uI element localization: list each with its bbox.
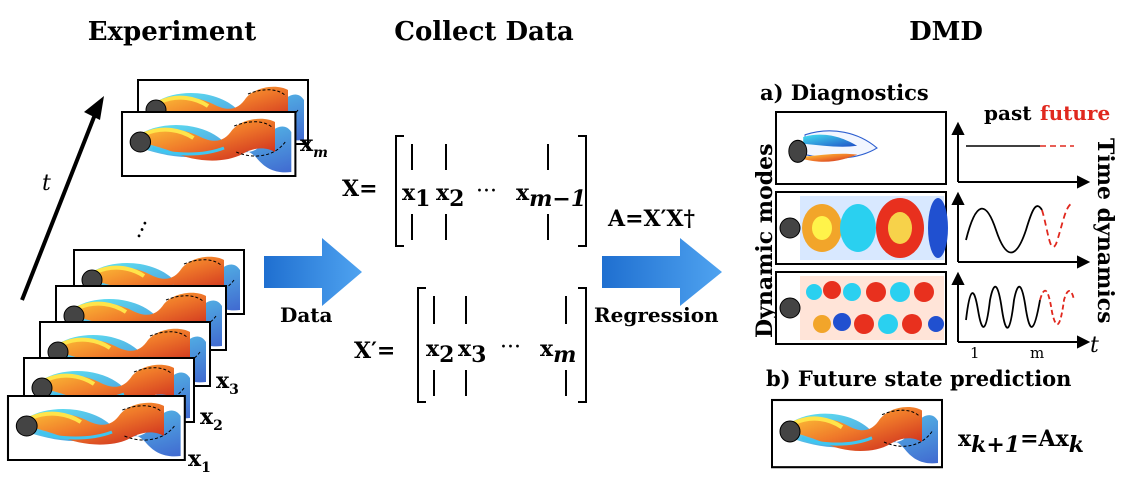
snapshot-label-xm: xm <box>300 131 328 161</box>
mode-box-3 <box>775 271 947 345</box>
prediction-snapshot <box>772 400 942 467</box>
matrix-xp-name: X′= <box>354 338 395 364</box>
mode-box-2 <box>775 191 948 265</box>
ellipsis-dots: ··· <box>127 215 159 245</box>
dynamic-modes-label: Dynamic modes <box>752 143 778 338</box>
time-dynamics-label: Time dynamics <box>1092 138 1118 324</box>
prediction-title: b) Future state prediction <box>766 366 1071 391</box>
prediction-equation: xk+1=Axk <box>958 426 1084 458</box>
time-plot-1 <box>951 121 1091 189</box>
matrix-x-col-m: xm−1 <box>516 180 586 212</box>
time-plot-2 <box>951 191 1091 269</box>
matrix-xp-col-m: xm <box>540 336 576 368</box>
matrix-xp-dots: ··· <box>500 335 521 360</box>
header-experiment: Experiment <box>88 17 257 47</box>
axis-start-label: 1 <box>970 344 980 362</box>
matrix-x-brackets <box>395 135 587 247</box>
snapshot-label-x2: x2 <box>200 404 223 434</box>
axis-end-label: m <box>1030 344 1044 362</box>
time-curve-3 <box>965 286 1041 329</box>
data-arrow <box>264 238 362 306</box>
matrix-x-col-2: x2 <box>436 180 464 212</box>
mode-box-1 <box>775 111 947 185</box>
past-label: past <box>984 101 1032 125</box>
data-arrow-label: Data <box>280 303 333 327</box>
time-curve-2 <box>965 205 1043 254</box>
time-curve-2-future <box>1041 203 1075 248</box>
snapshot-x2 <box>8 396 185 460</box>
time-label: t <box>42 171 51 196</box>
matrix-xp-brackets <box>417 287 587 403</box>
matrix-xp-col-1: x2 <box>426 336 454 368</box>
time-curve-3-future <box>1039 289 1075 325</box>
header-dmd: DMD <box>909 17 983 47</box>
regression-arrow <box>602 238 722 306</box>
header-collect-data: Collect Data <box>394 17 574 47</box>
future-label: future <box>1040 101 1110 125</box>
time-arrow-head <box>84 96 104 120</box>
matrix-xp-col-2: x3 <box>458 336 486 368</box>
snapshot-label-x3: x3 <box>216 368 239 398</box>
matrix-x-col-1: x1 <box>402 180 430 212</box>
regression-formula: A=X′X† <box>607 206 695 232</box>
diagnostics-title: a) Diagnostics <box>760 80 929 105</box>
time-plot-3 <box>951 271 1091 349</box>
snapshot-xm <box>122 112 295 176</box>
axis-var-label: t <box>1090 333 1099 358</box>
snapshot-label-x1: x1 <box>188 446 211 476</box>
matrix-x-name: X= <box>342 176 378 202</box>
matrix-x-dots: ··· <box>476 179 497 204</box>
regression-arrow-label: Regression <box>594 303 719 327</box>
time-arrow <box>20 111 98 301</box>
